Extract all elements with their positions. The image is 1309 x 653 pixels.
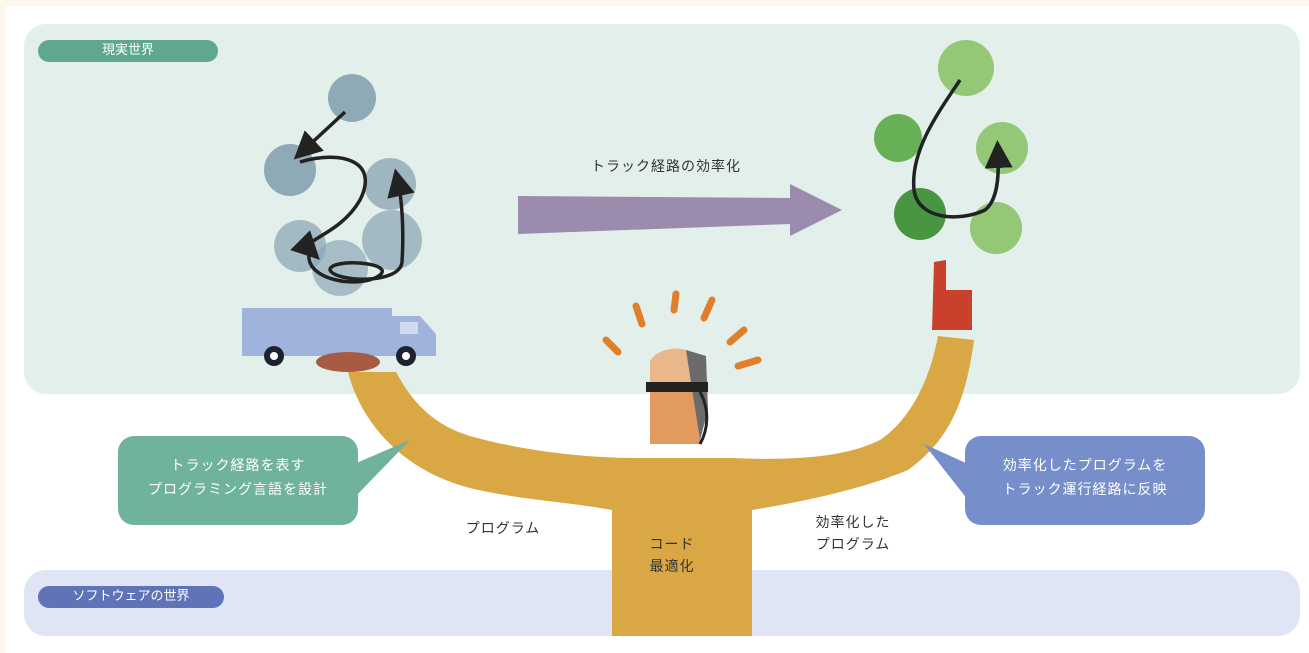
optimized-program-line1: 効率化した [815,515,891,531]
tangled-route-icon [264,74,422,296]
optimized-program-line2: プログラム [815,537,891,553]
software-world-tag: ソフトウェアの世界 [38,586,224,608]
optimized-program-label: 効率化した プログラム [798,512,908,556]
callout-left-line2: プログラミング言語を設計 [148,482,328,498]
code-optimize-label: コード 最適化 [632,534,712,578]
callout-left-line1: トラック経路を表す [170,458,306,474]
code-optimize-line2: 最適化 [649,559,695,575]
code-optimize-line1: コード [649,537,695,553]
callout-right-line2: トラック運行経路に反映 [1002,482,1168,498]
truck-icon [242,308,436,366]
program-label: プログラム [465,521,541,537]
person-figure [316,336,974,636]
optimization-label: トラック経路の効率化 [591,159,741,175]
callout-design-language: トラック経路を表す プログラミング言語を設計 [118,436,358,525]
optimized-route-icon [874,40,1028,254]
thumbs-up-icon [932,260,972,330]
optimization-arrow [518,184,842,236]
real-world-tag: 現実世界 [38,40,218,62]
excitement-lines [602,290,762,370]
callout-apply-route: 効率化したプログラムを トラック運行経路に反映 [965,436,1205,525]
callout-right-line1: 効率化したプログラムを [1002,458,1168,474]
